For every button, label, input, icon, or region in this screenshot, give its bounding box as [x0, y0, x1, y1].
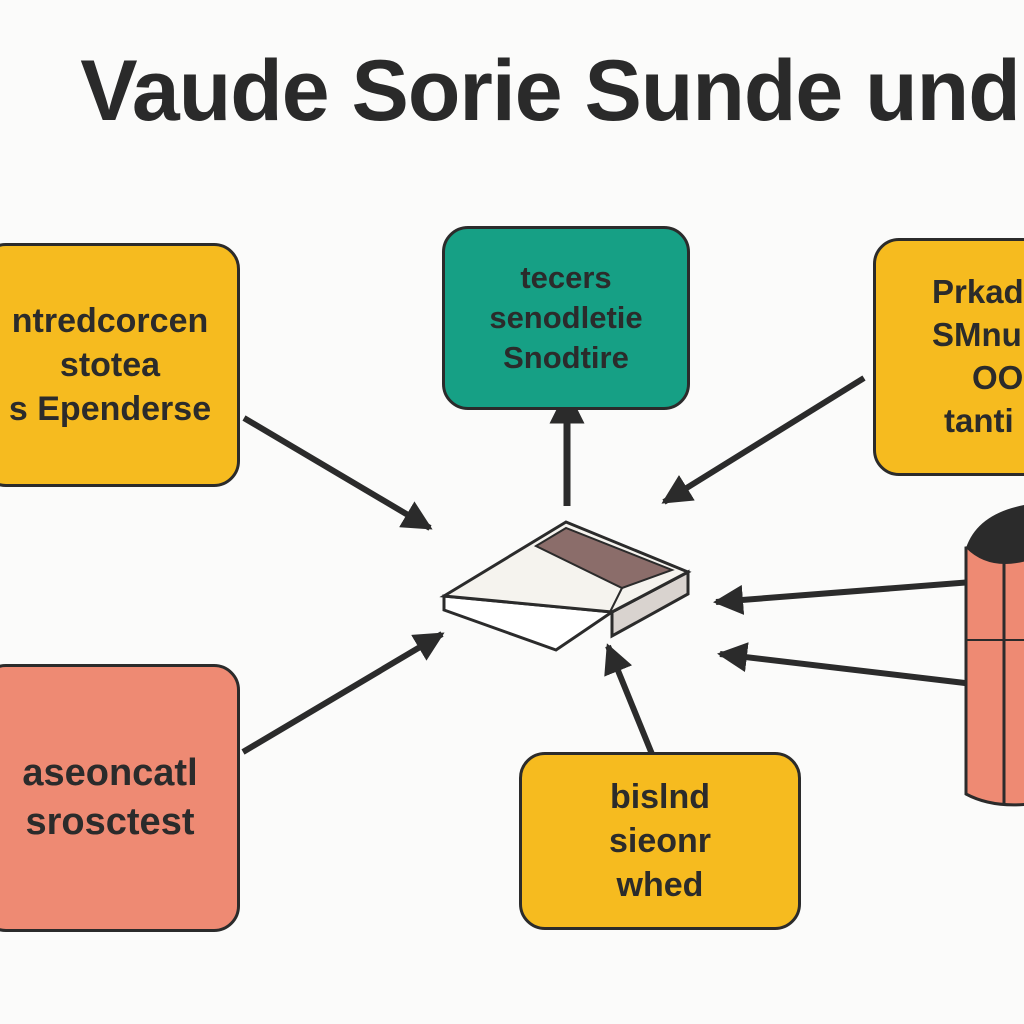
top-right-box-line: tanti	[944, 401, 1014, 439]
top-left-box: ntredcorcen stotea s Ependerse	[0, 243, 240, 487]
top-left-box-line: stotea	[59, 345, 161, 384]
bottom-center-box: bislnd sieonr whed	[519, 752, 801, 930]
bottom-center-box-line: whed	[616, 866, 704, 905]
top-right-box: Prkad SMnu OO tanti	[873, 238, 1024, 476]
top-center-box-line: tecers	[520, 259, 612, 295]
top-center-box: tecers senodletie Snodtire	[442, 226, 690, 410]
arrow-bottom-left-to-device	[241, 631, 445, 755]
bottom-center-box-line: bislnd	[609, 777, 711, 816]
top-center-box-line: Snodtire	[503, 340, 629, 376]
bottom-left-box-line: srosctest	[25, 801, 195, 843]
device-icon	[439, 520, 692, 652]
arrow-top-right-to-device	[661, 375, 866, 505]
diagram-title: Vaude Sorie Sunde und	[80, 43, 1021, 139]
top-right-box-line: OO	[972, 359, 1024, 396]
database-cylinder-icon	[964, 505, 1024, 807]
top-right-box-line: Prkad	[932, 273, 1024, 311]
top-center-box-line: senodletie	[489, 299, 643, 335]
top-right-box-line: SMnu	[932, 316, 1022, 354]
bottom-left-box-line: aseoncatl	[22, 751, 198, 794]
arrow-top-left-to-device	[242, 415, 433, 531]
top-left-box-line: ntredcorcen	[11, 301, 209, 340]
bottom-center-box-line: sieonr	[608, 821, 712, 860]
top-left-box-line: s Ependerse	[8, 390, 212, 429]
bottom-left-box: aseoncatl srosctest	[0, 664, 240, 932]
